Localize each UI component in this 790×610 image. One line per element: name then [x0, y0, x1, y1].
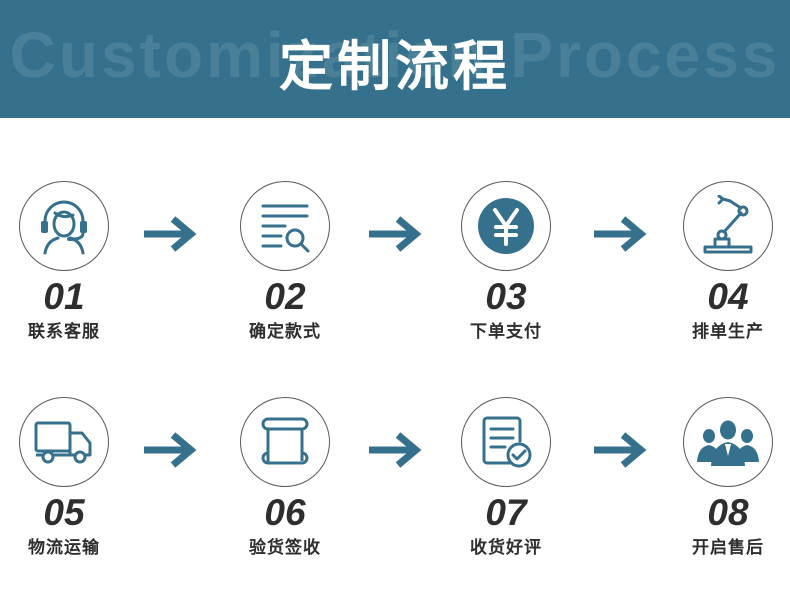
step-02-number: 02	[264, 276, 306, 317]
arrow-right-icon	[594, 216, 647, 252]
step-07-number: 07	[485, 492, 527, 533]
delivery-truck-icon	[34, 421, 92, 464]
step-04-icon-circle	[683, 181, 773, 271]
step-03: 03 下单支付	[446, 181, 566, 342]
scroll-icon	[261, 417, 309, 465]
step-07: 07 收货好评	[446, 397, 566, 558]
step-07-label: 收货好评	[470, 538, 542, 558]
step-08: 08 开启售后	[668, 397, 788, 558]
customer-service-headset-icon	[41, 200, 87, 255]
step-03-number: 03	[485, 276, 527, 317]
arrow-right-icon	[369, 216, 422, 252]
step-01-number: 01	[43, 276, 85, 317]
step-04: 04 排单生产	[668, 181, 788, 342]
step-08-label: 开启售后	[692, 538, 764, 558]
step-08-icon-circle	[683, 397, 773, 487]
step-01-label: 联系客服	[28, 322, 100, 342]
header-banner: Customization Process 定制流程	[0, 0, 790, 118]
arrow-right-icon	[369, 432, 422, 468]
step-07-icon-circle	[461, 397, 551, 487]
robot-arm-icon	[703, 195, 753, 254]
step-08-number: 08	[707, 492, 749, 533]
page-title: 定制流程	[279, 35, 511, 98]
step-02-icon-circle	[240, 181, 330, 271]
arrow-right-icon	[144, 216, 197, 252]
step-06: 06 验货签收	[225, 397, 345, 558]
step-05-icon-circle	[19, 397, 109, 487]
step-03-label: 下单支付	[470, 322, 542, 342]
step-02-label: 确定款式	[249, 322, 321, 342]
step-06-icon-circle	[240, 397, 330, 487]
header-background-text: Customization Process	[9, 19, 781, 91]
arrow-right-icon	[144, 432, 197, 468]
step-01-icon-circle	[19, 181, 109, 271]
arrow-right-icon	[594, 432, 647, 468]
step-06-label: 验货签收	[249, 538, 321, 558]
yen-coin-icon	[478, 198, 534, 254]
step-05-number: 05	[43, 492, 85, 533]
document-search-icon	[261, 204, 310, 253]
step-05-label: 物流运输	[28, 538, 100, 558]
step-05: 05 物流运输	[4, 397, 124, 558]
step-04-number: 04	[707, 276, 749, 317]
step-02: 02 确定款式	[225, 181, 345, 342]
step-03-icon-circle	[461, 181, 551, 271]
step-06-number: 06	[264, 492, 306, 533]
step-04-label: 排单生产	[692, 322, 764, 342]
user-group-icon	[697, 420, 759, 466]
checked-document-icon	[482, 416, 532, 468]
step-01: 01 联系客服	[4, 181, 124, 342]
